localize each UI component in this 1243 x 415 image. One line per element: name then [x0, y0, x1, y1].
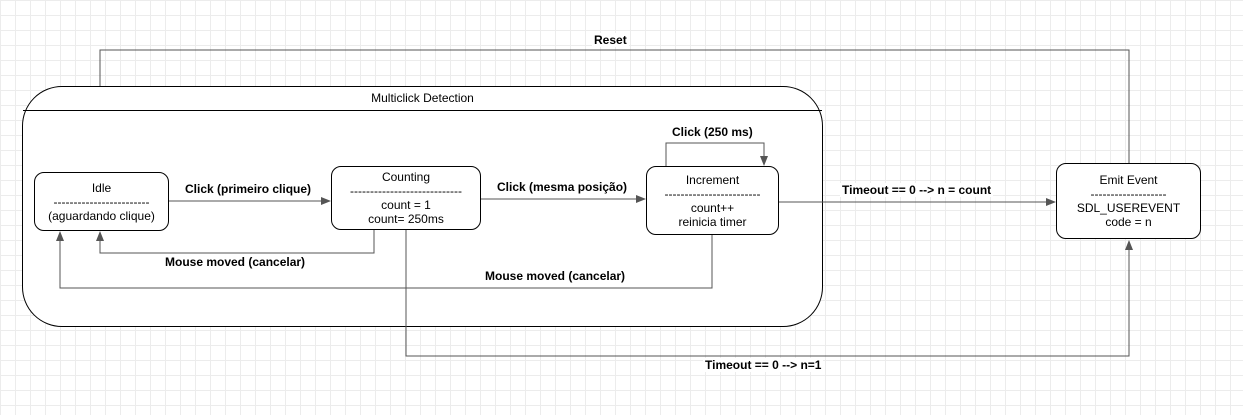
- state-counting[interactable]: Counting ---------------------------- co…: [331, 166, 481, 230]
- label-reset: Reset: [592, 33, 629, 47]
- state-counting-line: count= 250ms: [368, 212, 444, 226]
- state-idle-title: Idle: [91, 180, 112, 195]
- state-counting-title: Counting: [381, 170, 431, 184]
- state-increment-divider: ------------------------: [664, 186, 761, 201]
- state-idle[interactable]: Idle ------------------------ (aguardand…: [34, 172, 169, 231]
- click-250-edge: [665, 142, 768, 166]
- state-emit-divider: -------------------: [1090, 187, 1167, 201]
- state-increment-line: reinicia timer: [678, 214, 747, 229]
- mouse-moved-2-edge: [56, 231, 713, 289]
- state-increment-title: Increment: [685, 172, 740, 187]
- state-emit-line: SDL_USEREVENT: [1076, 201, 1181, 215]
- state-idle-line: (aguardando clique): [48, 208, 155, 223]
- state-increment[interactable]: Increment ------------------------ count…: [646, 166, 779, 235]
- label-mouse-moved-1: Mouse moved (cancelar): [163, 255, 308, 269]
- state-emit-line: code = n: [1105, 215, 1152, 229]
- state-emit-title: Emit Event: [1099, 173, 1158, 187]
- container-title: Multiclick Detection: [23, 87, 822, 111]
- state-counting-line: count = 1: [381, 198, 431, 212]
- mouse-moved-1-edge: [96, 230, 375, 254]
- label-click-250: Click (250 ms): [670, 125, 755, 139]
- state-idle-divider: ------------------------: [53, 194, 150, 209]
- state-emit-event[interactable]: Emit Event ------------------- SDL_USERE…: [1056, 163, 1201, 239]
- label-timeout-count: Timeout == 0 --> n = count: [840, 183, 994, 197]
- label-mouse-moved-2: Mouse moved (cancelar): [483, 269, 628, 283]
- label-click-same: Click (mesma posição): [495, 180, 630, 194]
- label-click-first: Click (primeiro clique): [183, 182, 314, 196]
- label-timeout-one: Timeout == 0 --> n=1: [703, 358, 824, 372]
- state-increment-line: count++: [690, 200, 735, 215]
- state-counting-divider: ----------------------------: [350, 184, 462, 198]
